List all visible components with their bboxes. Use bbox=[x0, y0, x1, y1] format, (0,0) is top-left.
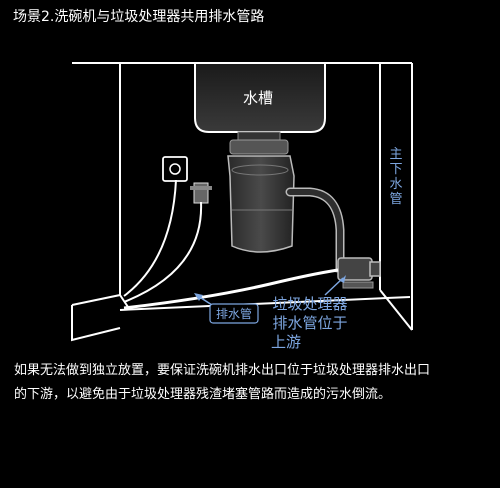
drain-fitting bbox=[337, 257, 381, 289]
water-inlet-hose bbox=[123, 201, 203, 303]
sink: 水槽 bbox=[194, 62, 326, 133]
disposer-drain-annotation: 垃圾处理器 排水管位于 上游 bbox=[271, 275, 348, 351]
disposer-drain-line-2: 排水管位于 bbox=[272, 314, 347, 332]
caption: 如果无法做到独立放置，要保证洗碗机排水出口位于垃圾处理器排水出口 的下游，以避免… bbox=[14, 359, 484, 407]
drain-hose-label: 排水管 bbox=[216, 306, 252, 321]
page-title: 场景2.洗碗机与垃圾处理器共用排水管路 bbox=[13, 9, 265, 25]
sink-label: 水槽 bbox=[243, 89, 273, 107]
drain-hose-annotation: 排水管 bbox=[194, 293, 259, 324]
caption-line-1: 如果无法做到独立放置，要保证洗碗机排水出口位于垃圾处理器排水出口 bbox=[14, 363, 431, 378]
disposer-neck bbox=[229, 131, 289, 155]
main-drain-label: 主 下 水 管 bbox=[389, 147, 402, 207]
disposer-drain-line-3: 上游 bbox=[271, 333, 301, 351]
wall-socket bbox=[162, 156, 188, 182]
main-drain-char-2: 下 bbox=[389, 162, 402, 177]
garbage-disposer bbox=[227, 155, 295, 253]
caption-line-2: 的下游，以避免由于垃圾处理器残渣堵塞管路而造成的污水倒流。 bbox=[14, 387, 392, 402]
water-valve bbox=[190, 182, 212, 204]
dishwasher-drain-hose bbox=[123, 268, 339, 310]
main-drain-char-4: 管 bbox=[389, 192, 402, 207]
main-drain-char-3: 水 bbox=[389, 177, 402, 192]
disposer-outlet-pipe bbox=[285, 187, 377, 275]
power-cord bbox=[123, 179, 177, 297]
main-drain-char-1: 主 bbox=[389, 147, 402, 162]
disposer-drain-line-1: 垃圾处理器 bbox=[272, 295, 347, 313]
